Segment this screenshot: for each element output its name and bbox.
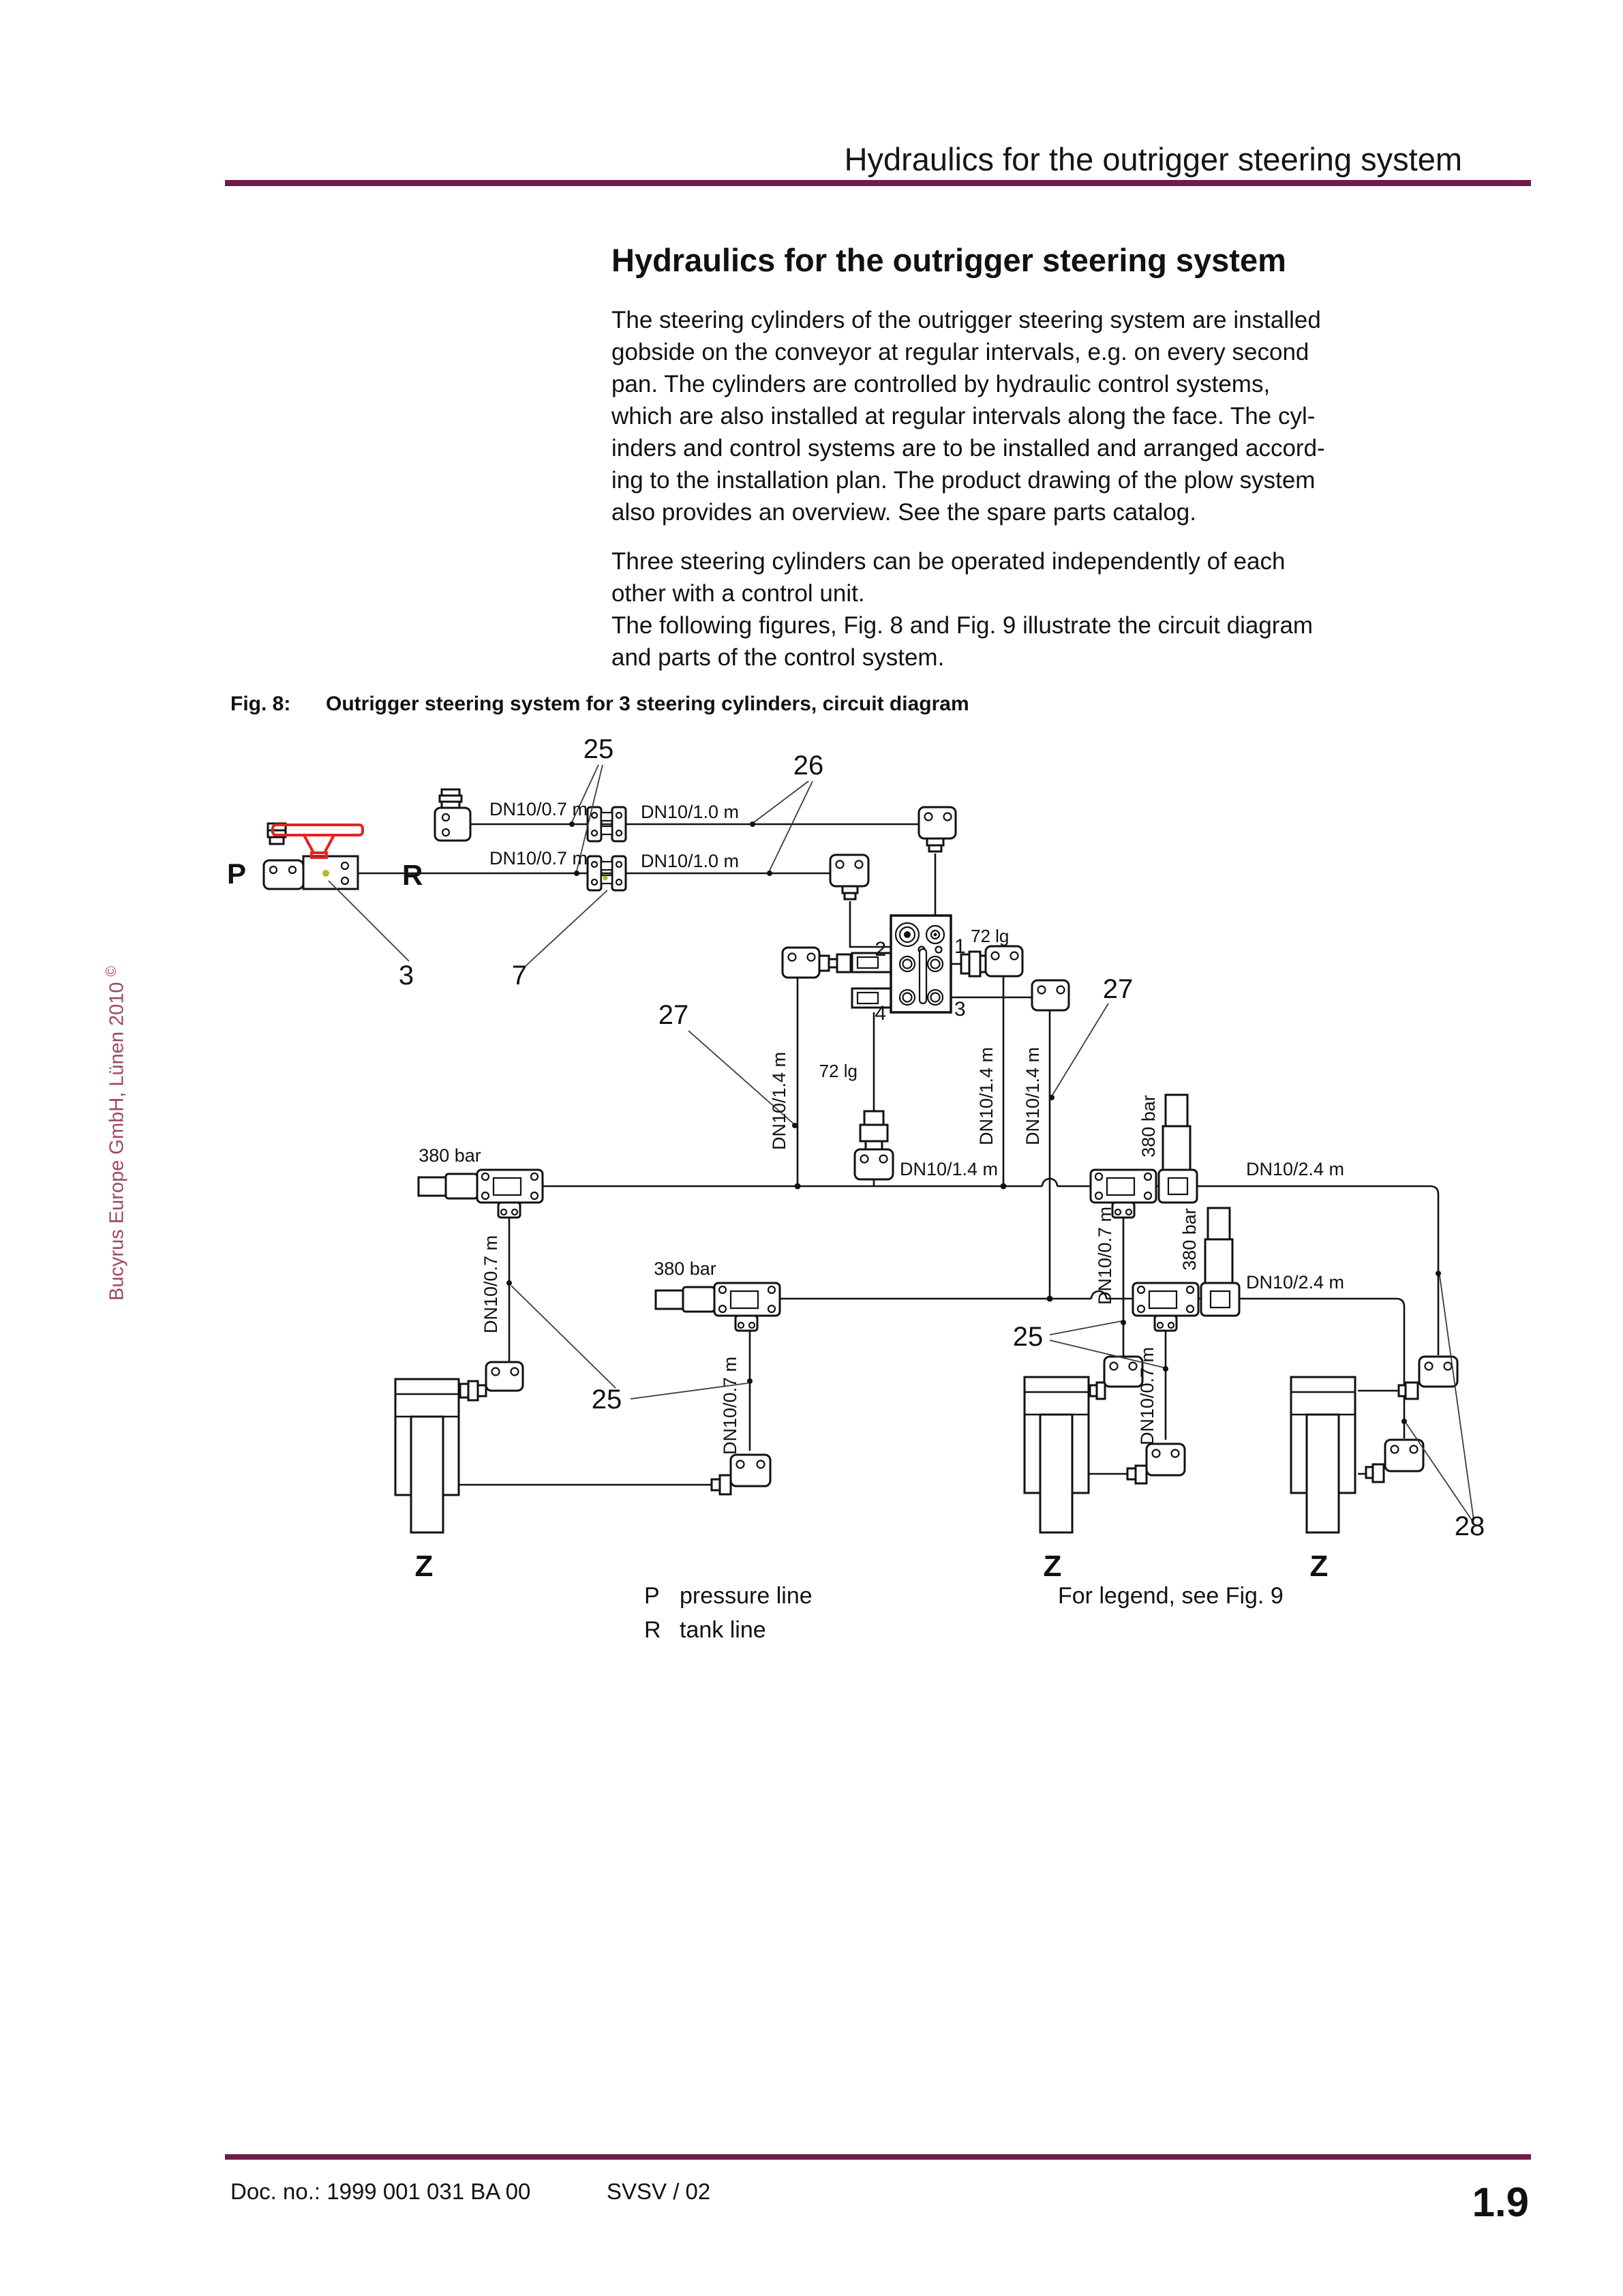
paragraph-line: The steering cylinders of the outrigger … xyxy=(611,307,1321,333)
paragraph-line: Three steering cylinders can be operated… xyxy=(611,548,1286,575)
control-unit-manifold xyxy=(851,914,952,1014)
elbow-fitting-cyl3-bottom xyxy=(1365,1438,1425,1483)
footer-doc-number: Doc. no.: 1999 001 031 BA 00 xyxy=(230,2179,531,2204)
relief-380bar-row1: 380 bar xyxy=(1138,1095,1159,1158)
junction-dots xyxy=(506,821,1441,1424)
hose-dn07-row1-branch: DN10/0.7 m xyxy=(1095,1207,1115,1305)
item-28: 28 xyxy=(1455,1511,1485,1541)
page-title: Hydraulics for the outrigger steering sy… xyxy=(611,242,1286,278)
item-7: 7 xyxy=(512,961,527,991)
paragraph-line: pan. The cylinders are controlled by hyd… xyxy=(611,371,1271,397)
relief-380bar-row2: 380 bar xyxy=(1179,1208,1200,1271)
steering-cylinder-1 xyxy=(394,1378,460,1534)
elbow-fitting-cyl1-bottom xyxy=(710,1453,772,1496)
relief-380bar-left: 380 bar xyxy=(419,1145,481,1166)
paragraph-line: inders and control systems are to be ins… xyxy=(611,435,1325,462)
tank-line-fitting xyxy=(434,788,472,842)
coupler-pair-tank-line xyxy=(586,806,627,843)
hose-72lg-center: 72 lg xyxy=(819,1061,858,1081)
figure-caption-label: Fig. 8: xyxy=(230,693,291,715)
elbow-fitting-pressure-to-manifold xyxy=(829,854,870,901)
tee-relief-valve-mid xyxy=(654,1282,781,1332)
cylinder-z-3: Z xyxy=(1310,1550,1329,1583)
steering-cylinder-3 xyxy=(1290,1376,1356,1534)
legend-note: For legend, see Fig. 9 xyxy=(1058,1583,1284,1609)
paragraph-line: also provides an overview. See the spare… xyxy=(611,499,1196,526)
hose-dn14-left: DN10/1.4 m xyxy=(769,1052,789,1150)
tee-relief-valve-row2 xyxy=(1132,1207,1241,1332)
coupler-pair-pressure-line xyxy=(586,855,627,892)
footer-rule xyxy=(225,2154,1531,2160)
item-3: 3 xyxy=(399,961,414,991)
label-r: R xyxy=(402,859,423,891)
hose-dn14-horizontal: DN10/1.4 m xyxy=(900,1159,998,1179)
hose-dn14-v1: DN10/1.4 m xyxy=(976,1047,997,1145)
port-3: 3 xyxy=(954,998,966,1021)
cylinder-z-1: Z xyxy=(415,1550,434,1583)
paragraph-line: gobside on the conveyor at regular inter… xyxy=(611,339,1309,365)
tee-relief-valve-row1 xyxy=(1089,1093,1198,1219)
elbow-fitting-port3 xyxy=(1031,979,1070,1012)
port-2: 2 xyxy=(875,938,886,961)
item-27-right: 27 xyxy=(1103,974,1134,1004)
figure-caption-text: Outrigger steering system for 3 steering… xyxy=(326,693,969,715)
paragraph-line: The following figures, Fig. 8 and Fig. 9… xyxy=(611,612,1314,639)
leader-lines xyxy=(328,764,1474,1524)
tee-relief-valve-left xyxy=(417,1168,544,1219)
item-25-left: 25 xyxy=(592,1385,622,1415)
elbow-fitting-cyl3-top xyxy=(1397,1355,1459,1400)
legend-p-key: P xyxy=(644,1583,660,1609)
hose-dn07-mid-branch: DN10/0.7 m xyxy=(720,1357,740,1455)
hose-dn07-p: DN10/0.7 m xyxy=(489,848,588,868)
header-rule xyxy=(225,180,1531,186)
hose-dn24-row2: DN10/2.4 m xyxy=(1246,1272,1344,1293)
elbow-fitting-tank-to-manifold xyxy=(917,806,957,853)
label-p: P xyxy=(227,858,246,890)
item-25-top: 25 xyxy=(583,734,614,764)
port-4: 4 xyxy=(875,1002,886,1025)
figure-caption: Fig. 8: Outrigger steering system for 3 s… xyxy=(230,693,969,716)
legend-r-key: R xyxy=(644,1617,661,1643)
footer-code: SVSV / 02 xyxy=(607,2179,711,2204)
hose-dn24-row1: DN10/2.4 m xyxy=(1246,1159,1344,1179)
hose-dn10-r: DN10/1.0 m xyxy=(641,802,739,822)
port-1: 1 xyxy=(954,935,966,958)
elbow-fitting-cyl1-top xyxy=(459,1361,524,1402)
relief-380bar-mid: 380 bar xyxy=(654,1258,716,1279)
legend-r-text: tank line xyxy=(680,1617,766,1643)
red-handle-icon xyxy=(271,824,364,859)
elbow-fitting-manifold-left xyxy=(781,946,852,979)
hose-dn14-v2: DN10/1.4 m xyxy=(1022,1047,1043,1145)
page-number: 1.9 xyxy=(1472,2179,1529,2225)
legend-p-text: pressure line xyxy=(680,1583,813,1609)
item-27-left: 27 xyxy=(658,1000,689,1030)
item-26: 26 xyxy=(793,751,824,781)
hose-dn10-p: DN10/1.0 m xyxy=(641,851,739,871)
hose-dn07-row2-branch: DN10/0.7 m xyxy=(1137,1347,1157,1445)
paragraph-line: which are also installed at regular inte… xyxy=(611,403,1316,429)
valve-marker-dot xyxy=(322,870,329,877)
hose-dn07-left-branch: DN10/0.7 m xyxy=(481,1235,501,1333)
coupler-port1-72lg xyxy=(960,945,1024,978)
pressure-shutoff-valve xyxy=(262,822,364,890)
elbow-fitting-cyl2-bottom xyxy=(1126,1442,1186,1485)
coupler-72lg-center xyxy=(853,1110,894,1186)
steering-cylinder-2 xyxy=(1023,1376,1090,1534)
paragraph-line: other with a control unit. xyxy=(611,580,865,607)
paragraph-line: and parts of the control system. xyxy=(611,644,945,671)
elbow-fitting-cyl2-top xyxy=(1089,1355,1144,1400)
hose-dn07-r: DN10/0.7 m xyxy=(489,799,588,819)
running-title: Hydraulics for the outrigger steering sy… xyxy=(844,141,1462,177)
paragraph-line: ing to the installation plan. The produc… xyxy=(611,467,1316,494)
item-25-mid: 25 xyxy=(1013,1322,1044,1352)
cylinder-z-2: Z xyxy=(1044,1550,1062,1583)
hose-72lg-top: 72 lg xyxy=(971,926,1009,946)
